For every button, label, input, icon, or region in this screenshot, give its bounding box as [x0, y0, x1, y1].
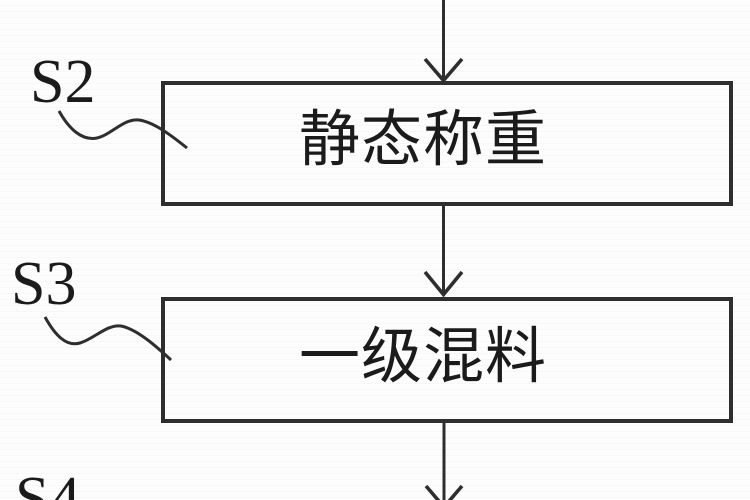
- middle-flow-arrowhead-icon: [423, 270, 464, 298]
- step-label-s3: S3: [11, 250, 77, 318]
- s3-leader-line: [43, 316, 173, 362]
- flow-box-static-weighing-label: 静态称重: [298, 107, 547, 174]
- step-label-s2: S2: [30, 48, 96, 116]
- flow-box-static-weighing: 静态称重: [161, 81, 733, 206]
- flow-box-primary-mixing: 一级混料: [161, 297, 733, 423]
- s2-leader-line: [57, 110, 188, 150]
- step-label-s4: S4: [15, 465, 81, 500]
- bottom-flow-arrowhead-icon: [424, 484, 464, 500]
- top-flow-arrowhead-icon: [423, 57, 464, 84]
- flow-box-primary-mixing-label: 一级混料: [298, 323, 547, 391]
